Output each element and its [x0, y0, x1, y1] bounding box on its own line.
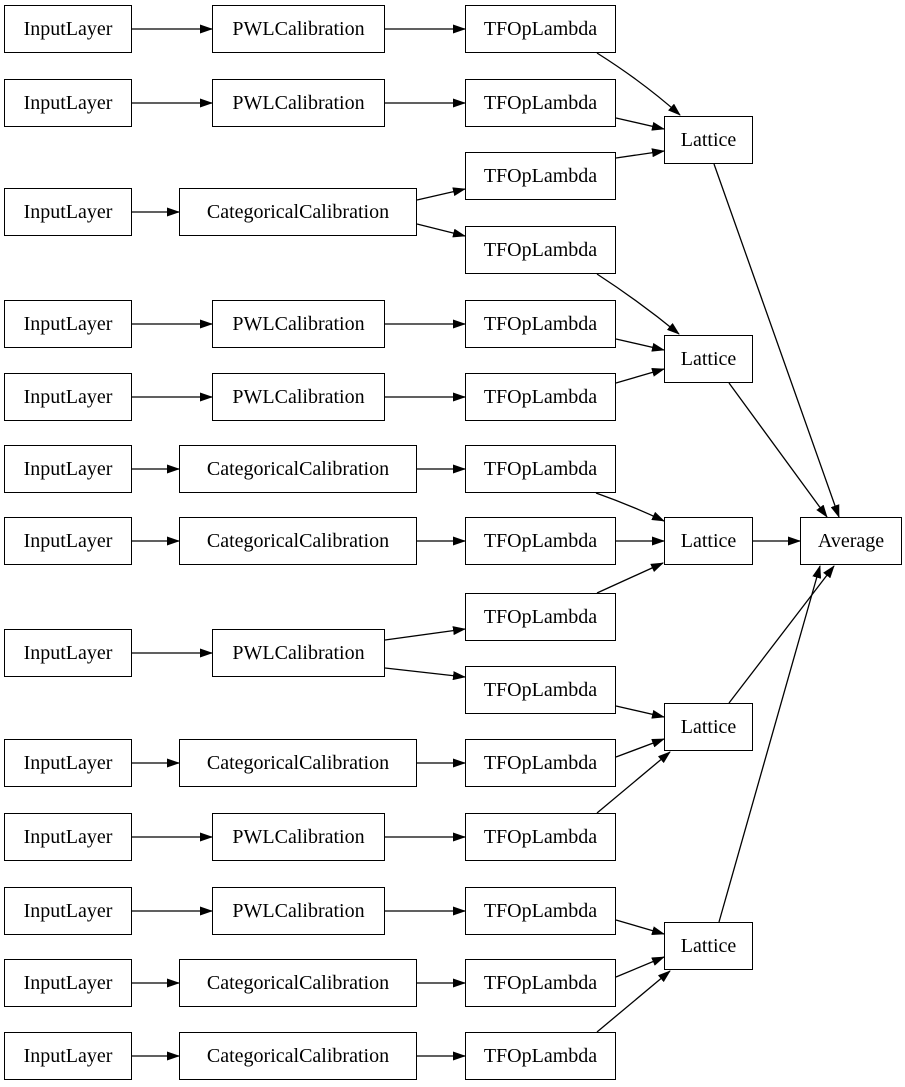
edge-lambda1-to-lattice1	[596, 52, 681, 116]
node-cal6: CategoricalCalibration	[179, 445, 417, 493]
edge-lambda4-to-lattice2	[596, 273, 680, 335]
node-input9: InputLayer	[4, 739, 132, 787]
node-cal4: PWLCalibration	[212, 300, 385, 348]
node-cal9: CategoricalCalibration	[179, 739, 417, 787]
node-input2: InputLayer	[4, 79, 132, 127]
node-cal2: PWLCalibration	[212, 79, 385, 127]
node-input13: InputLayer	[4, 1032, 132, 1080]
node-lambda6: TFOpLambda	[465, 373, 616, 421]
node-lattice3: Lattice	[664, 517, 753, 565]
node-lambda7: TFOpLambda	[465, 445, 616, 493]
node-input5: InputLayer	[4, 373, 132, 421]
node-input6: InputLayer	[4, 445, 132, 493]
node-input7: InputLayer	[4, 517, 132, 565]
node-input8: InputLayer	[4, 629, 132, 677]
node-cal3: CategoricalCalibration	[179, 188, 417, 236]
edge-lambda2-to-lattice1	[615, 117, 665, 131]
node-cal5: PWLCalibration	[212, 373, 385, 421]
edge-lattice5-to-average	[718, 565, 822, 923]
node-lambda8: TFOpLambda	[465, 517, 616, 565]
node-cal11: PWLCalibration	[212, 887, 385, 935]
edge-lambda14-to-lattice5	[615, 956, 665, 978]
edge-cal3-to-lambda3	[416, 187, 466, 201]
node-lambda3: TFOpLambda	[465, 152, 616, 200]
node-lambda5: TFOpLambda	[465, 300, 616, 348]
node-cal10: PWLCalibration	[212, 813, 385, 861]
edge-lambda10-to-lattice4	[615, 705, 665, 719]
node-input4: InputLayer	[4, 300, 132, 348]
edge-lambda15-to-lattice5	[596, 970, 671, 1033]
edge-lambda7-to-lattice3	[595, 492, 665, 522]
node-lattice1: Lattice	[664, 116, 753, 164]
node-input10: InputLayer	[4, 813, 132, 861]
node-lambda12: TFOpLambda	[465, 813, 616, 861]
node-cal1: PWLCalibration	[212, 5, 385, 53]
node-input1: InputLayer	[4, 5, 132, 53]
node-average: Average	[800, 517, 902, 565]
node-lattice4: Lattice	[664, 703, 753, 751]
node-lambda1: TFOpLambda	[465, 5, 616, 53]
edge-lambda12-to-lattice4	[596, 751, 671, 814]
edge-cal8-to-lambda9	[384, 626, 466, 641]
node-lambda13: TFOpLambda	[465, 887, 616, 935]
edge-lambda13-to-lattice5	[615, 919, 665, 935]
node-lambda4: TFOpLambda	[465, 226, 616, 274]
node-lambda2: TFOpLambda	[465, 79, 616, 127]
node-lambda11: TFOpLambda	[465, 739, 616, 787]
edge-lambda3-to-lattice1	[615, 148, 665, 159]
node-cal13: CategoricalCalibration	[179, 1032, 417, 1080]
node-lambda14: TFOpLambda	[465, 959, 616, 1007]
node-cal12: CategoricalCalibration	[179, 959, 417, 1007]
node-lambda9: TFOpLambda	[465, 593, 616, 641]
node-lattice5: Lattice	[664, 922, 753, 970]
node-lambda15: TFOpLambda	[465, 1032, 616, 1080]
node-cal7: CategoricalCalibration	[179, 517, 417, 565]
edge-lattice4-to-average	[728, 565, 835, 704]
node-lambda10: TFOpLambda	[465, 666, 616, 714]
edge-lambda9-to-lattice3	[596, 562, 664, 594]
node-input11: InputLayer	[4, 887, 132, 935]
node-input12: InputLayer	[4, 959, 132, 1007]
edge-lattice2-to-average	[728, 382, 828, 518]
node-input3: InputLayer	[4, 188, 132, 236]
edge-lambda5-to-lattice2	[615, 338, 665, 352]
node-cal8: PWLCalibration	[212, 629, 385, 677]
edge-lambda11-to-lattice4	[615, 738, 665, 758]
edge-lattice1-to-average	[713, 163, 840, 518]
edge-cal3-to-lambda4	[416, 223, 466, 238]
edge-lambda6-to-lattice2	[615, 368, 665, 384]
node-lattice2: Lattice	[664, 335, 753, 383]
edge-cal8-to-lambda10	[384, 667, 466, 681]
